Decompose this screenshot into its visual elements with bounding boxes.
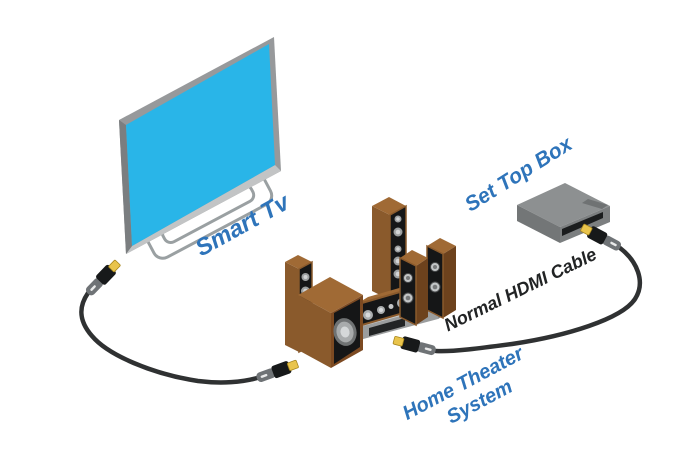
bookshelf-speaker-right (426, 238, 456, 320)
stb-top-notch (582, 199, 608, 209)
subwoofer-driver (333, 318, 357, 346)
smart-tv (119, 37, 281, 260)
bookshelf-speaker-left (399, 250, 428, 327)
speaker-drivers (429, 262, 441, 293)
speaker-drivers (402, 273, 414, 304)
home-theater-system (285, 197, 456, 368)
subwoofer (298, 277, 363, 368)
tower-speaker-back (372, 197, 407, 302)
stb-slot (562, 212, 603, 236)
stb-left (517, 205, 560, 243)
tv-screen (126, 44, 275, 246)
receiver-display (369, 318, 405, 336)
tv-frame-side-edge (119, 120, 132, 254)
hdmi-cable-left (79, 290, 260, 385)
stb-top (517, 183, 610, 227)
tv-frame-bottom-edge (126, 165, 281, 254)
hdmi-cable-right (433, 245, 643, 354)
